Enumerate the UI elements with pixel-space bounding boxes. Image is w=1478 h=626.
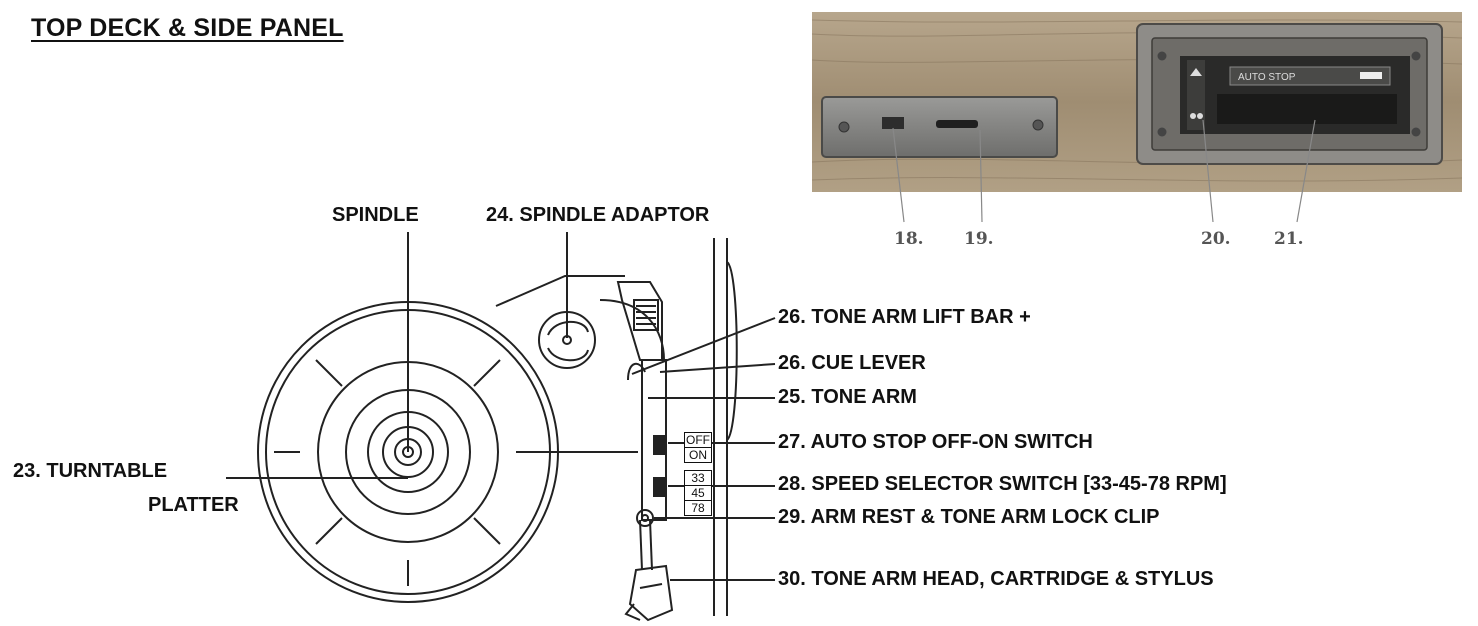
arm-rest xyxy=(636,509,654,527)
auto-stop-switch xyxy=(653,435,667,455)
arm-rest-label: 29. ARM REST & TONE ARM LOCK CLIP xyxy=(778,506,1160,528)
cue-lever-label: 26. CUE LEVER xyxy=(778,352,926,374)
auto-stop-text: AUTO STOP xyxy=(1238,72,1296,83)
side-panel-illustration: AUTO STOP xyxy=(811,12,1463,192)
speed-78-label: 78 xyxy=(691,501,705,515)
usb-port xyxy=(882,117,904,129)
turntable-platter-label-line1: 23. TURNTABLE xyxy=(13,460,168,482)
auto-stop-switch-text: 27. AUTO STOP OFF-ON SWITCH xyxy=(778,431,1093,453)
eject-icon xyxy=(1190,68,1202,76)
speed-switch-label: 33 45 78 xyxy=(684,470,712,516)
speed-33-label: 33 xyxy=(685,471,711,486)
sd-slot xyxy=(936,120,978,128)
tone-arm-counterweight xyxy=(616,281,663,361)
auto-stop-switch-label: OFF ON xyxy=(684,432,712,463)
tone-arm-head xyxy=(628,564,674,622)
side-panel-photo: AUTO STOP xyxy=(811,12,1463,192)
callout-19: 19. xyxy=(964,229,994,249)
spindle-adaptor-label: 24. SPINDLE ADAPTOR xyxy=(486,204,710,226)
speed-selector-label: 28. SPEED SELECTOR SWITCH [33-45-78 RPM] xyxy=(778,473,1227,495)
switch-off-label: OFF xyxy=(685,433,711,448)
speed-switch xyxy=(653,477,667,497)
speed-45-label: 45 xyxy=(685,486,711,501)
turntable-platter-label-line2: PLATTER xyxy=(148,494,239,516)
callout-18: 18. xyxy=(894,229,924,249)
lift-bar-label: 26. TONE ARM LIFT BAR + xyxy=(778,306,1031,328)
callout-20: 20. xyxy=(1201,229,1231,249)
tone-arm-label: 25. TONE ARM xyxy=(778,386,917,408)
callout-21: 21. xyxy=(1274,229,1304,249)
tone-arm-head-label: 30. TONE ARM HEAD, CARTRIDGE & STYLUS xyxy=(778,568,1214,590)
switch-on-label: ON xyxy=(689,448,707,462)
page-title: TOP DECK & SIDE PANEL xyxy=(31,14,344,42)
spindle-label: SPINDLE xyxy=(332,204,419,226)
